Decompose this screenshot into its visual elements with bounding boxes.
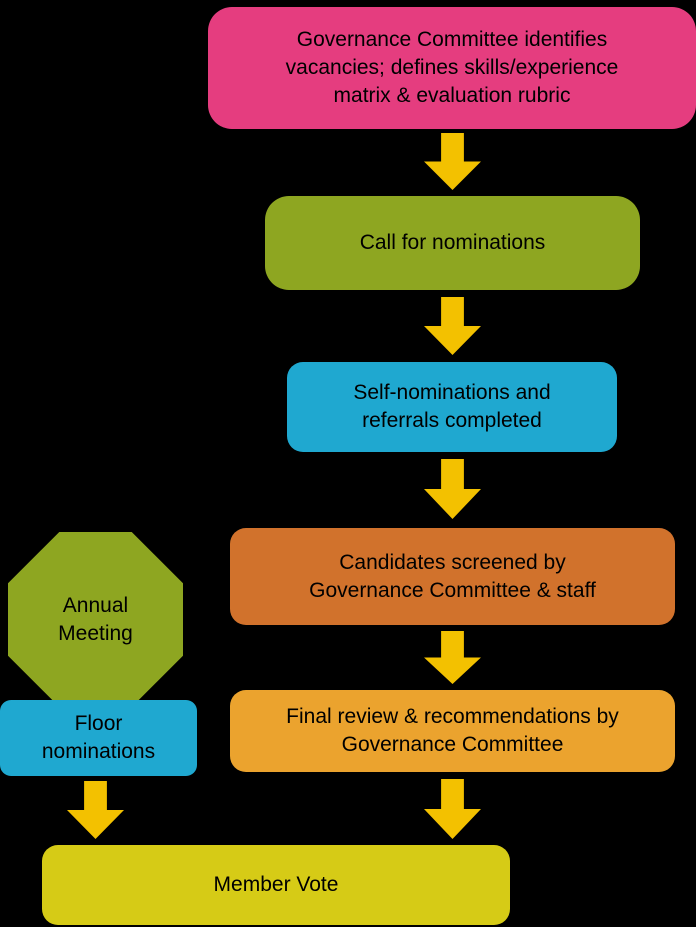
node-floor-nominations: Floor nominations	[0, 700, 197, 776]
node-call-for-nominations: Call for nominations	[265, 196, 640, 290]
node-candidates-screened: Candidates screened by Governance Commit…	[230, 528, 675, 625]
arrow-down-icon-3	[424, 459, 481, 519]
arrow-down-icon-4	[424, 631, 481, 684]
node-annual-meeting-octagon: Annual Meeting	[8, 532, 183, 707]
arrow-down-icon-2	[424, 297, 481, 355]
arrow-down-icon-5	[424, 779, 481, 839]
node-self-nominations: Self-nominations and referrals completed	[287, 362, 617, 452]
arrow-down-icon-6	[67, 781, 124, 839]
node-governance-committee-identifies: Governance Committee identifies vacancie…	[208, 7, 696, 129]
arrow-down-icon-1	[424, 133, 481, 190]
node-member-vote: Member Vote	[42, 845, 510, 925]
node-final-review: Final review & recommendations by Govern…	[230, 690, 675, 772]
